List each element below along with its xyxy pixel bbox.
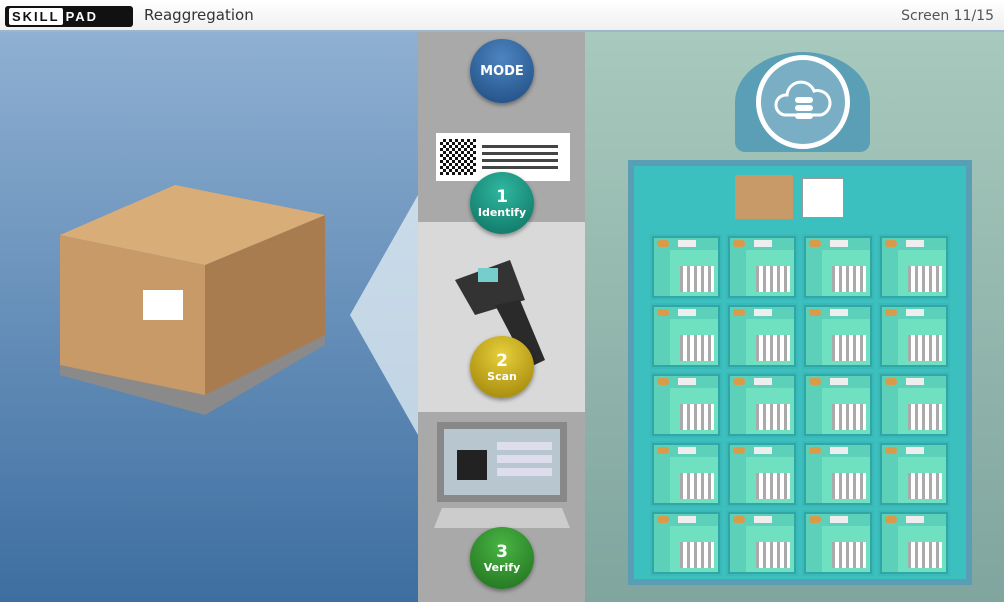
case-tile	[880, 236, 948, 298]
step-number: 2	[496, 350, 508, 371]
case-tile	[728, 374, 796, 436]
step-label: Verify	[483, 560, 521, 574]
case-tile	[880, 305, 948, 367]
case-tile	[728, 305, 796, 367]
case-tile	[880, 374, 948, 436]
case-tile	[652, 512, 720, 574]
case-tile	[804, 443, 872, 505]
cloud-database-icon	[756, 55, 850, 149]
step-number: 3	[496, 541, 508, 562]
case-tile	[728, 236, 796, 298]
mode-button[interactable]: MODE	[470, 39, 534, 103]
case-tile	[804, 305, 872, 367]
barcode-label-image	[436, 133, 570, 181]
label-thumbnail	[802, 178, 844, 218]
case-tile	[880, 443, 948, 505]
case-tile	[652, 374, 720, 436]
case-tile	[652, 305, 720, 367]
logo-text-right: PAD	[65, 9, 99, 24]
datamatrix-icon	[440, 139, 476, 175]
case-tile	[652, 236, 720, 298]
logo-text-left: SKILL	[9, 8, 63, 25]
step-label: Identify	[477, 205, 527, 219]
step-number: 1	[496, 186, 508, 207]
computer-terminal-image	[434, 422, 570, 528]
case-tile	[804, 236, 872, 298]
arrow-left-icon	[350, 195, 418, 435]
barcode-scanner-image	[455, 260, 545, 368]
case-tile	[728, 443, 796, 505]
pallet-image	[60, 185, 325, 415]
screen-counter: Screen 11/15	[901, 8, 994, 24]
step-label: Scan	[487, 369, 517, 383]
case-tile	[804, 512, 872, 574]
pallet-thumbnail	[735, 175, 793, 219]
case-tile	[728, 512, 796, 574]
case-tile	[652, 443, 720, 505]
mode-label: MODE	[480, 63, 524, 79]
case-tile	[880, 512, 948, 574]
case-tile	[804, 374, 872, 436]
page-title: Reaggregation	[144, 6, 254, 24]
